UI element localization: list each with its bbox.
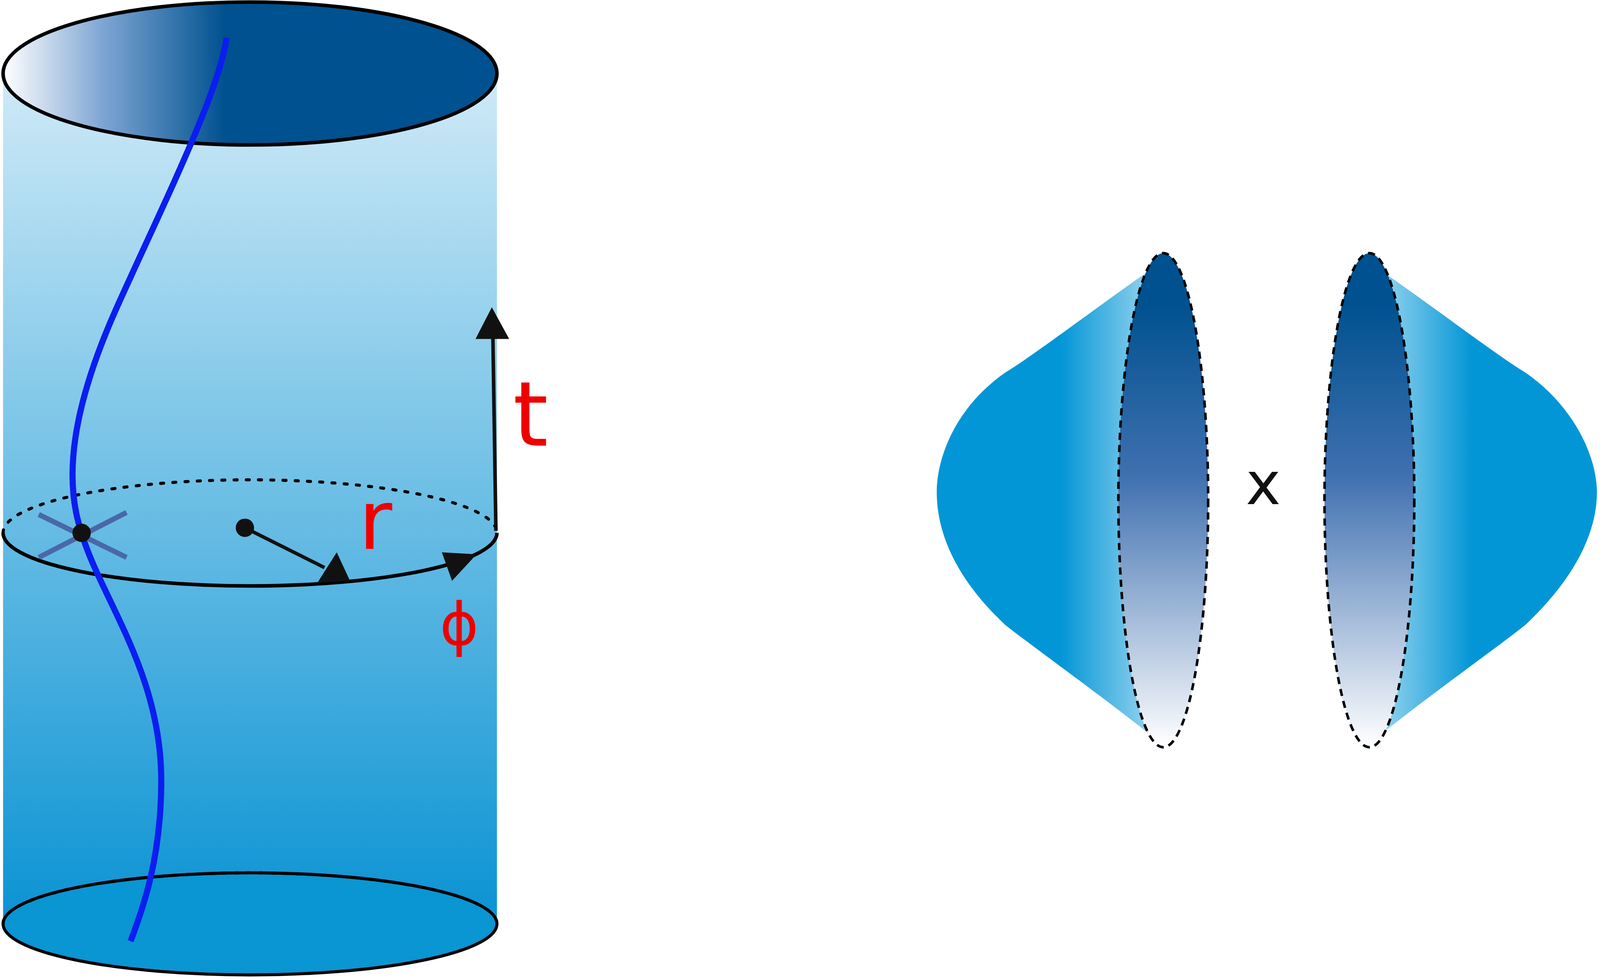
cylinder-top (3, 2, 498, 145)
radius-label: r (358, 479, 393, 562)
event-point (72, 523, 92, 543)
right-lens-face (1324, 253, 1415, 747)
product-symbol: x (1245, 453, 1281, 514)
phi-arrow-head (441, 551, 477, 581)
cylinder-bottom (3, 872, 498, 975)
r-arrow-head (317, 551, 350, 583)
angle-label: ϕ (439, 595, 479, 655)
time-label: t (513, 369, 549, 460)
t-arrow-head (475, 307, 510, 339)
cylinder-body (3, 73, 498, 924)
cylinder-edge (2, 73, 4, 924)
worldline (72, 37, 227, 941)
bottom-back-rim (3, 872, 498, 924)
left-lens-face (1118, 253, 1209, 747)
t-arrow-shaft (493, 334, 497, 531)
cross-marker (38, 512, 127, 558)
r-arrow-shaft (245, 527, 325, 568)
